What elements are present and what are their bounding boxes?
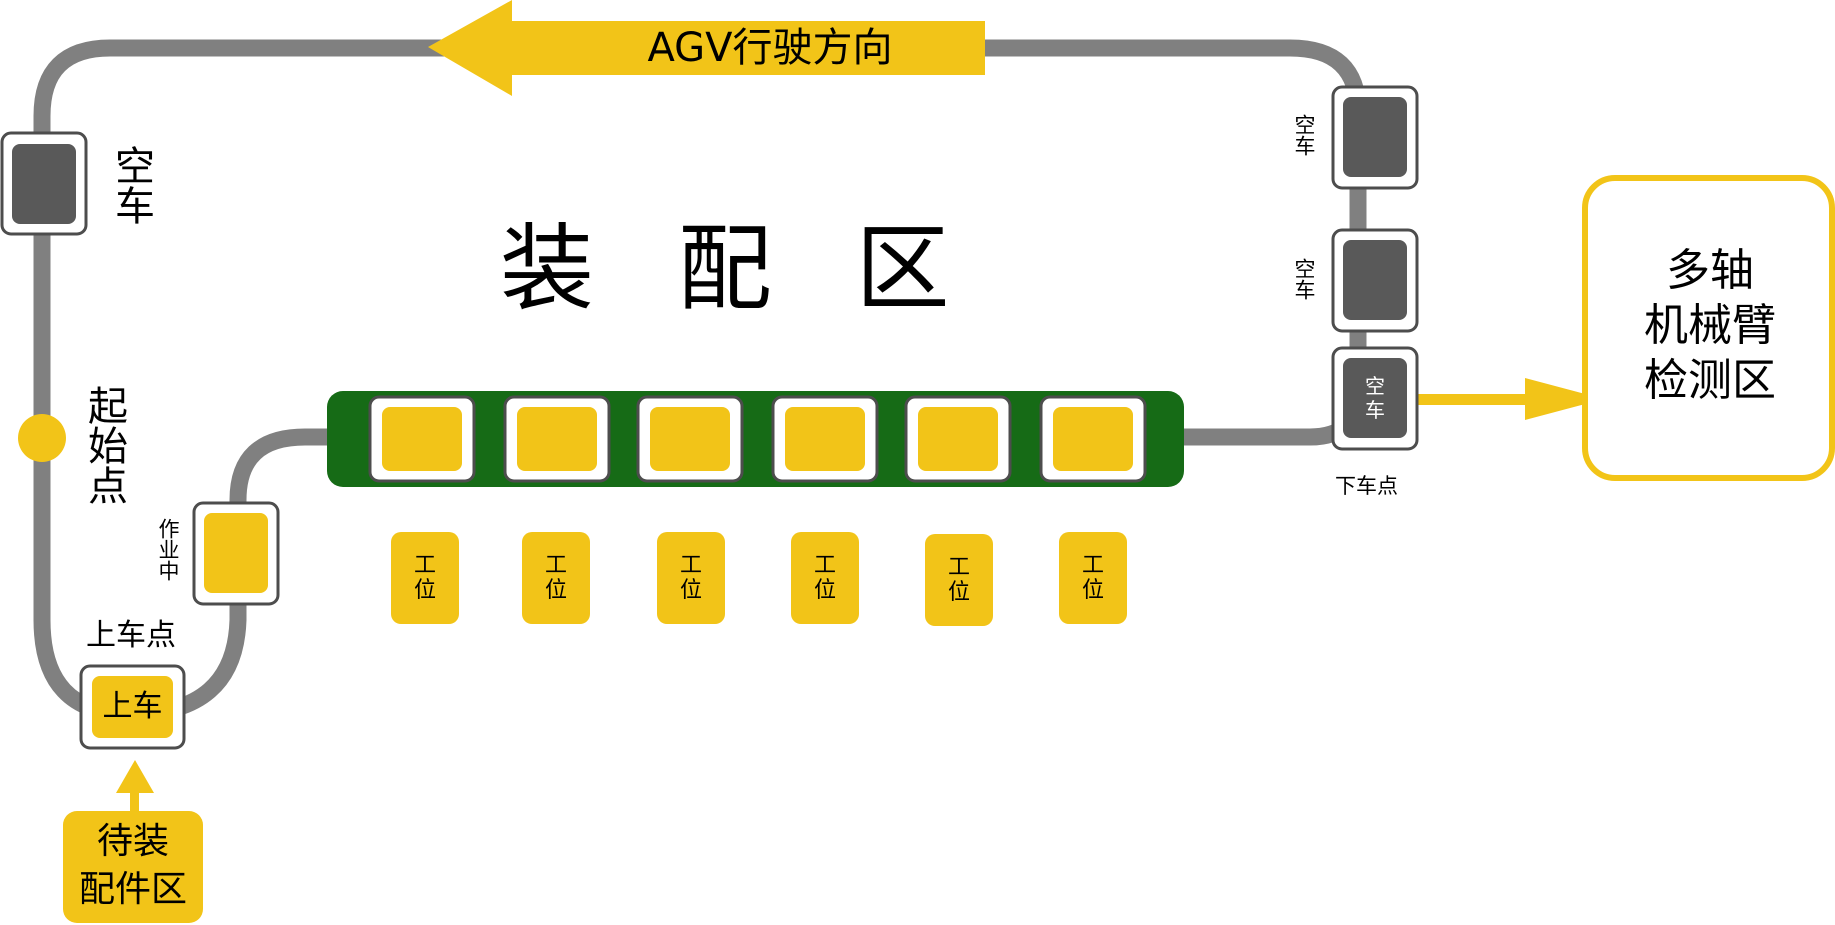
parts-zone-label: 待装 配件区 [78,821,187,910]
alighting-to-robot-arrow-shaft [1418,394,1530,405]
working-cart-body [204,513,268,593]
start-point-dot [18,414,66,462]
robot-zone-label: 多轴 机械臂 检测区 [1644,245,1776,406]
work-station-4-label: 工位 [813,552,836,603]
empty-cart-left-label: 空车 [108,145,154,225]
work-station-3-label: 工位 [679,552,702,603]
work-station-1: 工位 [391,532,459,624]
start-point-label: 起始点 [81,385,127,505]
empty-cart-right-3-body [1343,358,1407,438]
boarding-cart-label: 上车 [102,689,163,724]
alighting-point-label: 下车点 [1335,474,1398,498]
alighting-to-robot-arrow-head [1525,378,1604,420]
empty-cart-right-1-label: 空车 [1292,114,1316,156]
empty-cart-right-2-label: 空车 [1292,258,1316,300]
empty-cart-right-2-body [1343,240,1407,320]
parts-to-boarding-arrow-shaft [130,785,139,815]
work-station-1-label: 工位 [413,552,436,603]
work-station-5: 工位 [925,534,993,626]
boarding-point-label: 上车点 [86,618,176,653]
work-station-2-label: 工位 [544,552,567,603]
assembly-zone-title: 装 配 区 [500,215,958,324]
work-station-6: 工位 [1059,532,1127,624]
working-label: 作业中 [156,518,180,581]
work-station-3: 工位 [657,532,725,624]
line-cart-1-body [382,407,462,471]
work-station-4: 工位 [791,532,859,624]
empty-cart-left-body [12,144,76,224]
boarding-cart-body [92,676,173,738]
line-cart-6-body [1053,407,1133,471]
robot-zone-box [1582,175,1835,481]
line-cart-5-body [918,407,998,471]
empty-cart-right-3-label: 空车 [1365,374,1385,422]
line-cart-4-body [785,407,865,471]
assembly-line-carts [368,395,1147,483]
direction-arrow [428,0,985,96]
line-cart-3-body [650,407,730,471]
parts-to-boarding-arrow-head [116,760,154,793]
empty-cart-right-1-body [1343,97,1407,177]
work-station-2: 工位 [522,532,590,624]
parts-zone-box [63,811,203,923]
line-cart-2-body [517,407,597,471]
direction-label: AGV行驶方向 [647,25,893,71]
work-station-5-label: 工位 [947,554,970,605]
work-station-6-label: 工位 [1081,552,1104,603]
